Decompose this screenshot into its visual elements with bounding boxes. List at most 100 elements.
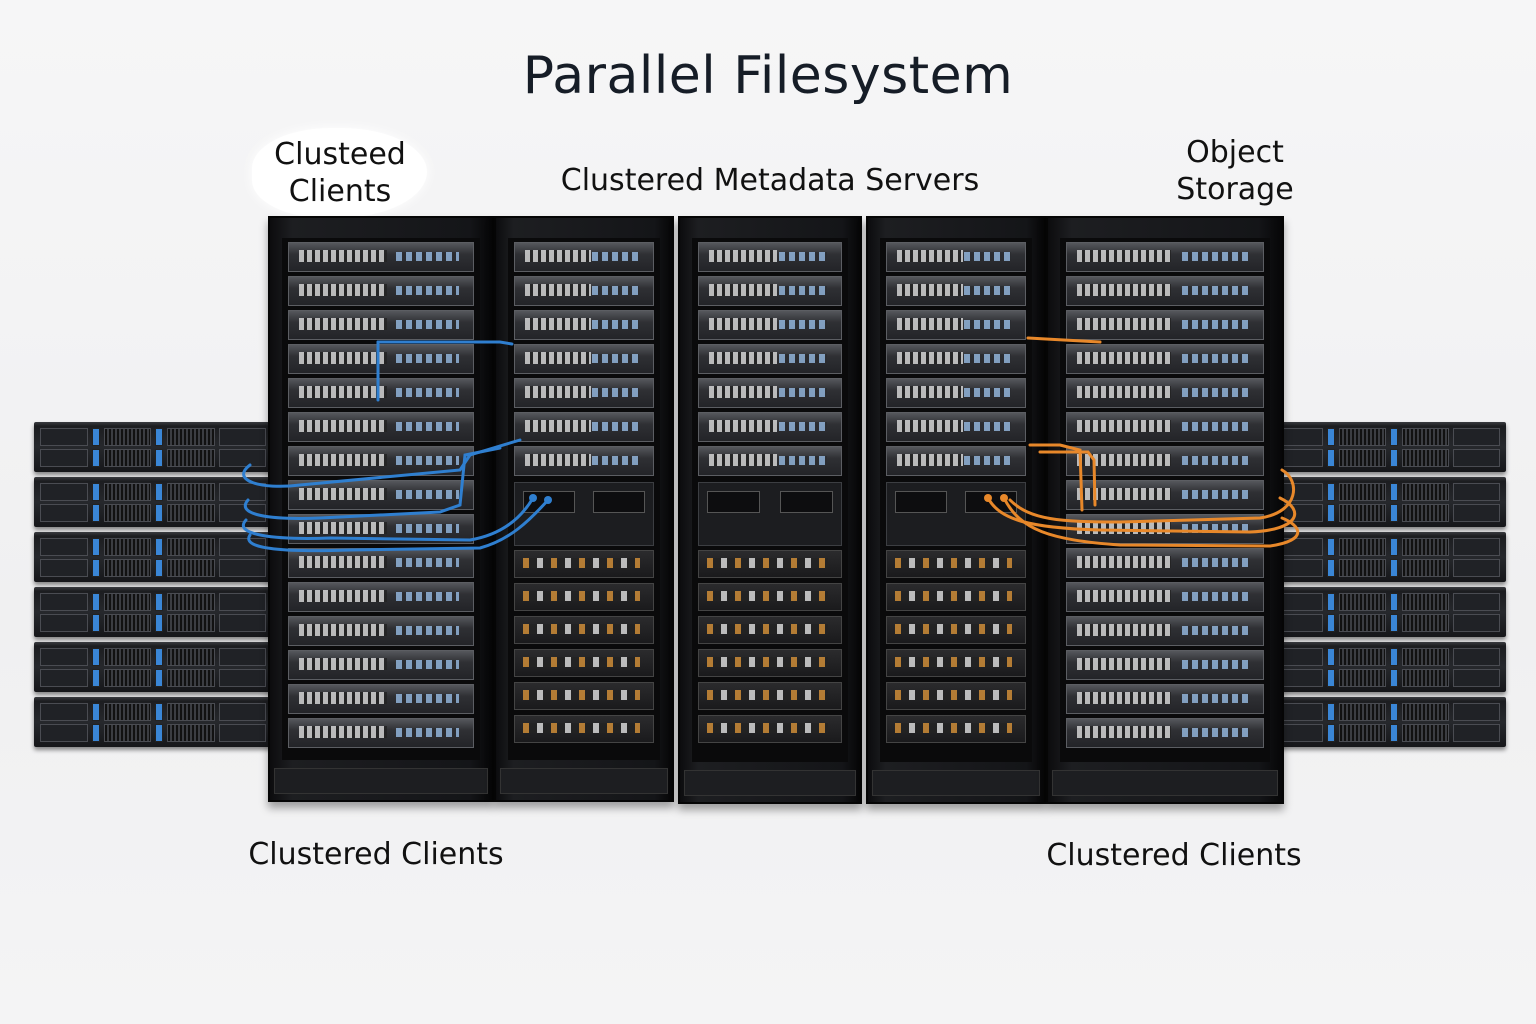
controller-unit [698, 482, 842, 546]
bay [218, 538, 266, 556]
rack-server [1066, 684, 1264, 714]
vent-grille [167, 483, 215, 501]
status-led [1327, 538, 1335, 556]
status-lights [1182, 558, 1249, 567]
drive-row [40, 559, 266, 577]
rack-server [288, 718, 474, 748]
status-lights [1182, 490, 1249, 499]
rack-interior [692, 238, 848, 762]
vent-grille [103, 703, 151, 721]
rack-server [1066, 310, 1264, 340]
label-line-2: Clients [288, 174, 392, 209]
rack-server [698, 310, 842, 340]
status-led [155, 504, 163, 522]
drive-indicators [707, 591, 828, 601]
storage-enclosure [698, 583, 842, 611]
drive-indicators [895, 723, 1013, 733]
bay [1453, 559, 1500, 577]
bay [40, 428, 88, 446]
rack-server [1066, 480, 1264, 510]
vent-grille [1402, 724, 1449, 742]
drive-row [40, 593, 266, 611]
bay [218, 559, 266, 577]
rack-server [886, 242, 1026, 272]
bay [1453, 724, 1500, 742]
port-array [897, 250, 964, 262]
status-led [91, 449, 100, 467]
server-unit [1270, 532, 1506, 582]
vent-grille [167, 724, 215, 742]
status-lights [778, 320, 827, 329]
status-led [91, 593, 100, 611]
bay [40, 504, 88, 522]
rack-server [1066, 276, 1264, 306]
drive-indicators [523, 657, 641, 667]
controller-slot [593, 491, 645, 513]
status-led [155, 483, 163, 501]
vent-grille [1339, 559, 1386, 577]
status-lights [1182, 694, 1249, 703]
storage-enclosure [514, 550, 654, 578]
status-lights [964, 286, 1011, 295]
status-led [91, 614, 100, 632]
status-led [155, 593, 163, 611]
drive-indicators [523, 558, 641, 568]
rack-server [698, 412, 842, 442]
drive-indicators [895, 657, 1013, 667]
label-clustered-clients-bottom-left: Clustered Clients [248, 837, 504, 872]
vent-grille [1339, 724, 1386, 742]
rack-server [288, 446, 474, 476]
status-lights [1182, 592, 1249, 601]
drive-row [1276, 483, 1500, 501]
vent-grille [1402, 483, 1449, 501]
status-lights [396, 660, 459, 669]
status-led [1327, 703, 1335, 721]
drive-row [1276, 614, 1500, 632]
bay [40, 538, 88, 556]
rack-server [288, 344, 474, 374]
drive-row [1276, 559, 1500, 577]
status-led [1390, 483, 1398, 501]
status-lights [396, 422, 459, 431]
rack-server [288, 616, 474, 646]
rack-server [698, 446, 842, 476]
bay [40, 449, 88, 467]
drive-row [1276, 593, 1500, 611]
drive-indicators [707, 624, 828, 634]
bay [40, 648, 88, 666]
rack-server [1066, 242, 1264, 272]
status-led [1390, 449, 1398, 467]
bay [218, 703, 266, 721]
status-lights [592, 456, 639, 465]
label-line-1: Object [1186, 135, 1284, 170]
rack-server [288, 310, 474, 340]
status-lights [396, 388, 459, 397]
vent-grille [103, 648, 151, 666]
server-unit [34, 532, 272, 582]
status-lights [1182, 456, 1249, 465]
status-led [1327, 593, 1335, 611]
vent-grille [1339, 703, 1386, 721]
port-array [709, 352, 778, 364]
port-array [299, 726, 388, 738]
drive-row [40, 428, 266, 446]
bay [218, 593, 266, 611]
controller-slot [707, 491, 761, 513]
status-lights [396, 524, 459, 533]
port-array [299, 454, 388, 466]
rack-server [698, 378, 842, 408]
port-array [1077, 522, 1172, 534]
status-lights [1182, 660, 1249, 669]
metadata-rack-2 [678, 216, 862, 804]
port-array [299, 284, 388, 296]
status-led [155, 724, 163, 742]
status-led [91, 559, 100, 577]
drive-row [1276, 538, 1500, 556]
rack-server [288, 412, 474, 442]
rack-server [886, 412, 1026, 442]
drive-indicators [895, 624, 1013, 634]
controller-slot [779, 491, 833, 513]
status-led [1390, 703, 1398, 721]
status-led [1390, 504, 1398, 522]
rack-server [886, 378, 1026, 408]
